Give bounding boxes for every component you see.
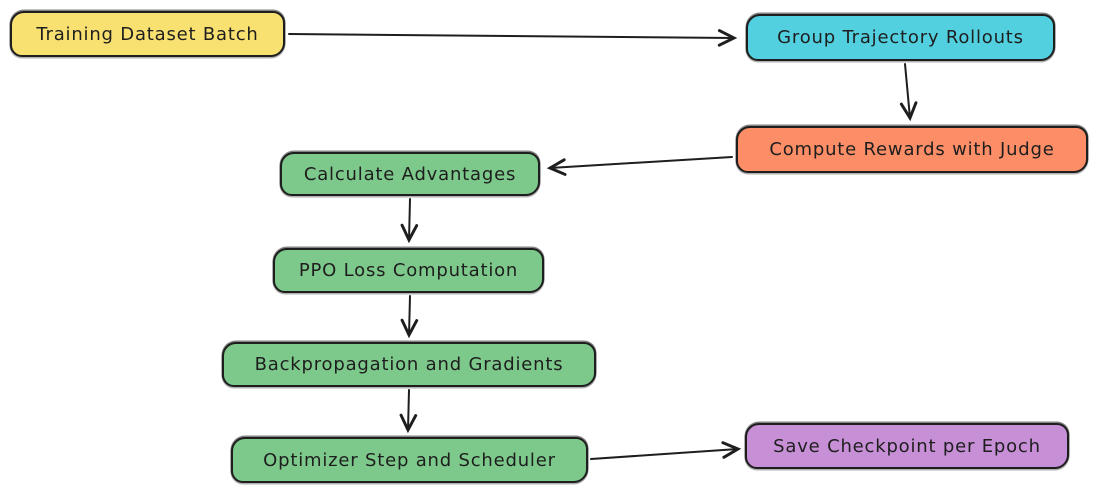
node-label: Group Trajectory Rollouts [777, 27, 1024, 48]
arrow-training-to-rollouts [288, 29, 738, 47]
node-save-checkpoint-per-epoch: Save Checkpoint per Epoch [745, 423, 1069, 469]
node-optimizer-step-and-scheduler: Optimizer Step and Scheduler [231, 437, 588, 483]
node-compute-rewards-with-judge: Compute Rewards with Judge [736, 126, 1088, 173]
node-backpropagation-and-gradients: Backpropagation and Gradients [222, 342, 596, 387]
node-training-dataset-batch: Training Dataset Batch [10, 11, 285, 57]
node-label: PPO Loss Computation [298, 260, 519, 281]
arrow-ppo-to-backprop [400, 295, 419, 339]
arrow-rewards-to-advantages [546, 156, 733, 176]
node-calculate-advantages: Calculate Advantages [280, 152, 540, 196]
node-label: Save Checkpoint per Epoch [773, 435, 1041, 457]
node-label: Training Dataset Batch [36, 23, 259, 45]
arrow-advantages-to-ppo [400, 198, 419, 244]
node-group-trajectory-rollouts: Group Trajectory Rollouts [746, 14, 1055, 61]
arrow-optimizer-to-checkpoint [590, 441, 742, 460]
arrow-rollouts-to-rewards [899, 63, 918, 122]
node-label: Optimizer Step and Scheduler [263, 449, 556, 471]
node-label: Backpropagation and Gradients [254, 354, 564, 375]
node-label: Calculate Advantages [303, 163, 517, 185]
node-ppo-loss-computation: PPO Loss Computation [273, 248, 544, 293]
arrow-backprop-to-optimizer [399, 389, 418, 434]
node-label: Compute Rewards with Judge [769, 139, 1055, 160]
